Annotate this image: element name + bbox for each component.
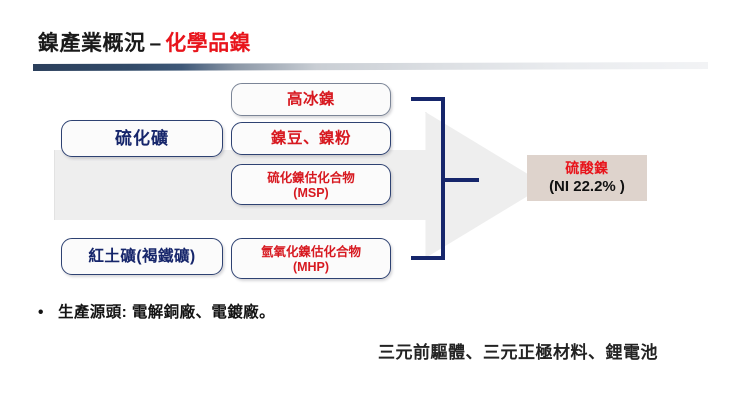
bullet-note-text: 生產源頭: 電解銅廠、電鍍廠。 — [58, 304, 275, 321]
footer-note-text: 三元前驅體、三元正極材料、鋰電池 — [378, 343, 658, 362]
bullet-marker-icon: • — [38, 304, 44, 321]
intermediate-box-nickel-briquette[interactable]: 鎳豆、鎳粉 — [231, 122, 391, 155]
intermediate-box-high-matte[interactable]: 高冰鎳 — [231, 83, 391, 116]
intermediate-box-mhp[interactable]: 氫氧化鎳估化合物 (MHP) — [231, 238, 391, 279]
result-box-grade: (NI 22.2% ) — [549, 177, 625, 195]
intermediate-box-msp-label: 硫化鎳估化合物 — [267, 170, 355, 185]
bracket-bottom-arm — [411, 256, 445, 260]
bracket-top-arm — [411, 97, 445, 101]
result-box-name: 硫酸鎳 — [565, 160, 609, 177]
intermediate-box-mhp-abbr: (MHP) — [292, 260, 330, 275]
ore-box-laterite[interactable]: 紅土礦(褐鐵礦) — [61, 238, 223, 275]
title-accent-text: 化學品鎳 — [165, 32, 252, 55]
intermediate-box-mhp-text: 氫氧化鎳估化合物 (MHP) — [261, 243, 361, 275]
ore-box-laterite-label: 紅土礦(褐鐵礦) — [88, 247, 196, 265]
intermediate-box-mhp-label: 氫氧化鎳估化合物 — [260, 244, 361, 259]
page-title: 鎳產業概況–化學品鎳 — [38, 27, 251, 57]
intermediate-box-msp[interactable]: 硫化鎳估化合物 (MSP) — [231, 164, 391, 205]
bracket-middle-arm — [443, 178, 479, 182]
title-underline-bar — [33, 62, 708, 71]
result-box-nickel-sulfate[interactable]: 硫酸鎳 (NI 22.2% ) — [527, 155, 647, 201]
intermediate-box-msp-text: 硫化鎳估化合物 (MSP) — [267, 169, 355, 201]
bullet-note: • 生產源頭: 電解銅廠、電鍍廠。 — [38, 300, 275, 322]
title-main-text: 鎳產業概況 — [38, 32, 146, 55]
intermediate-box-nickel-briquette-label: 鎳豆、鎳粉 — [270, 129, 351, 147]
title-dash: – — [149, 32, 162, 55]
intermediate-box-msp-abbr: (MSP) — [293, 186, 329, 201]
ore-box-sulfide[interactable]: 硫化礦 — [61, 120, 223, 157]
intermediate-box-high-matte-label: 高冰鎳 — [286, 90, 335, 108]
ore-box-sulfide-label: 硫化礦 — [115, 128, 169, 148]
